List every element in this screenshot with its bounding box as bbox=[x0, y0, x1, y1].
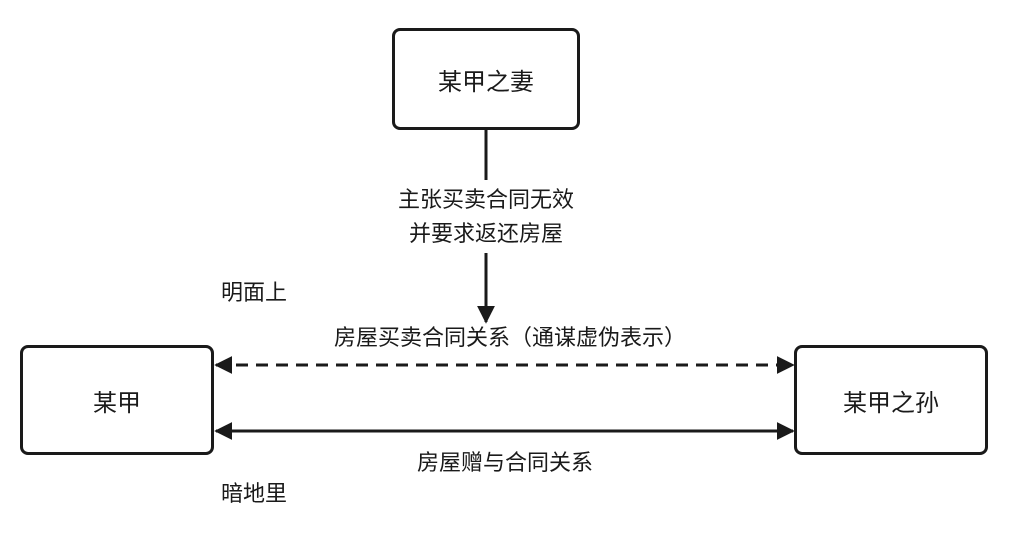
node-grandson-label: 某甲之孙 bbox=[843, 388, 939, 417]
node-a: 某甲 bbox=[20, 345, 214, 455]
node-grandson: 某甲之孙 bbox=[794, 345, 988, 455]
node-wife: 某甲之妻 bbox=[392, 28, 580, 130]
node-wife-label: 某甲之妻 bbox=[438, 67, 534, 96]
covert-label: 暗地里 bbox=[221, 482, 288, 507]
overt-label: 明面上 bbox=[221, 281, 288, 306]
claim-line2: 并要求返还房屋 bbox=[408, 222, 563, 247]
node-a-label: 某甲 bbox=[93, 388, 141, 417]
claim-label: 主张买卖合同无效 并要求返还房屋 bbox=[376, 184, 596, 252]
gift-contract-label: 房屋赠与合同关系 bbox=[416, 451, 593, 476]
sale-contract-label: 房屋买卖合同关系（通谋虚伪表示） bbox=[333, 326, 686, 351]
claim-line1: 主张买卖合同无效 bbox=[397, 188, 574, 213]
